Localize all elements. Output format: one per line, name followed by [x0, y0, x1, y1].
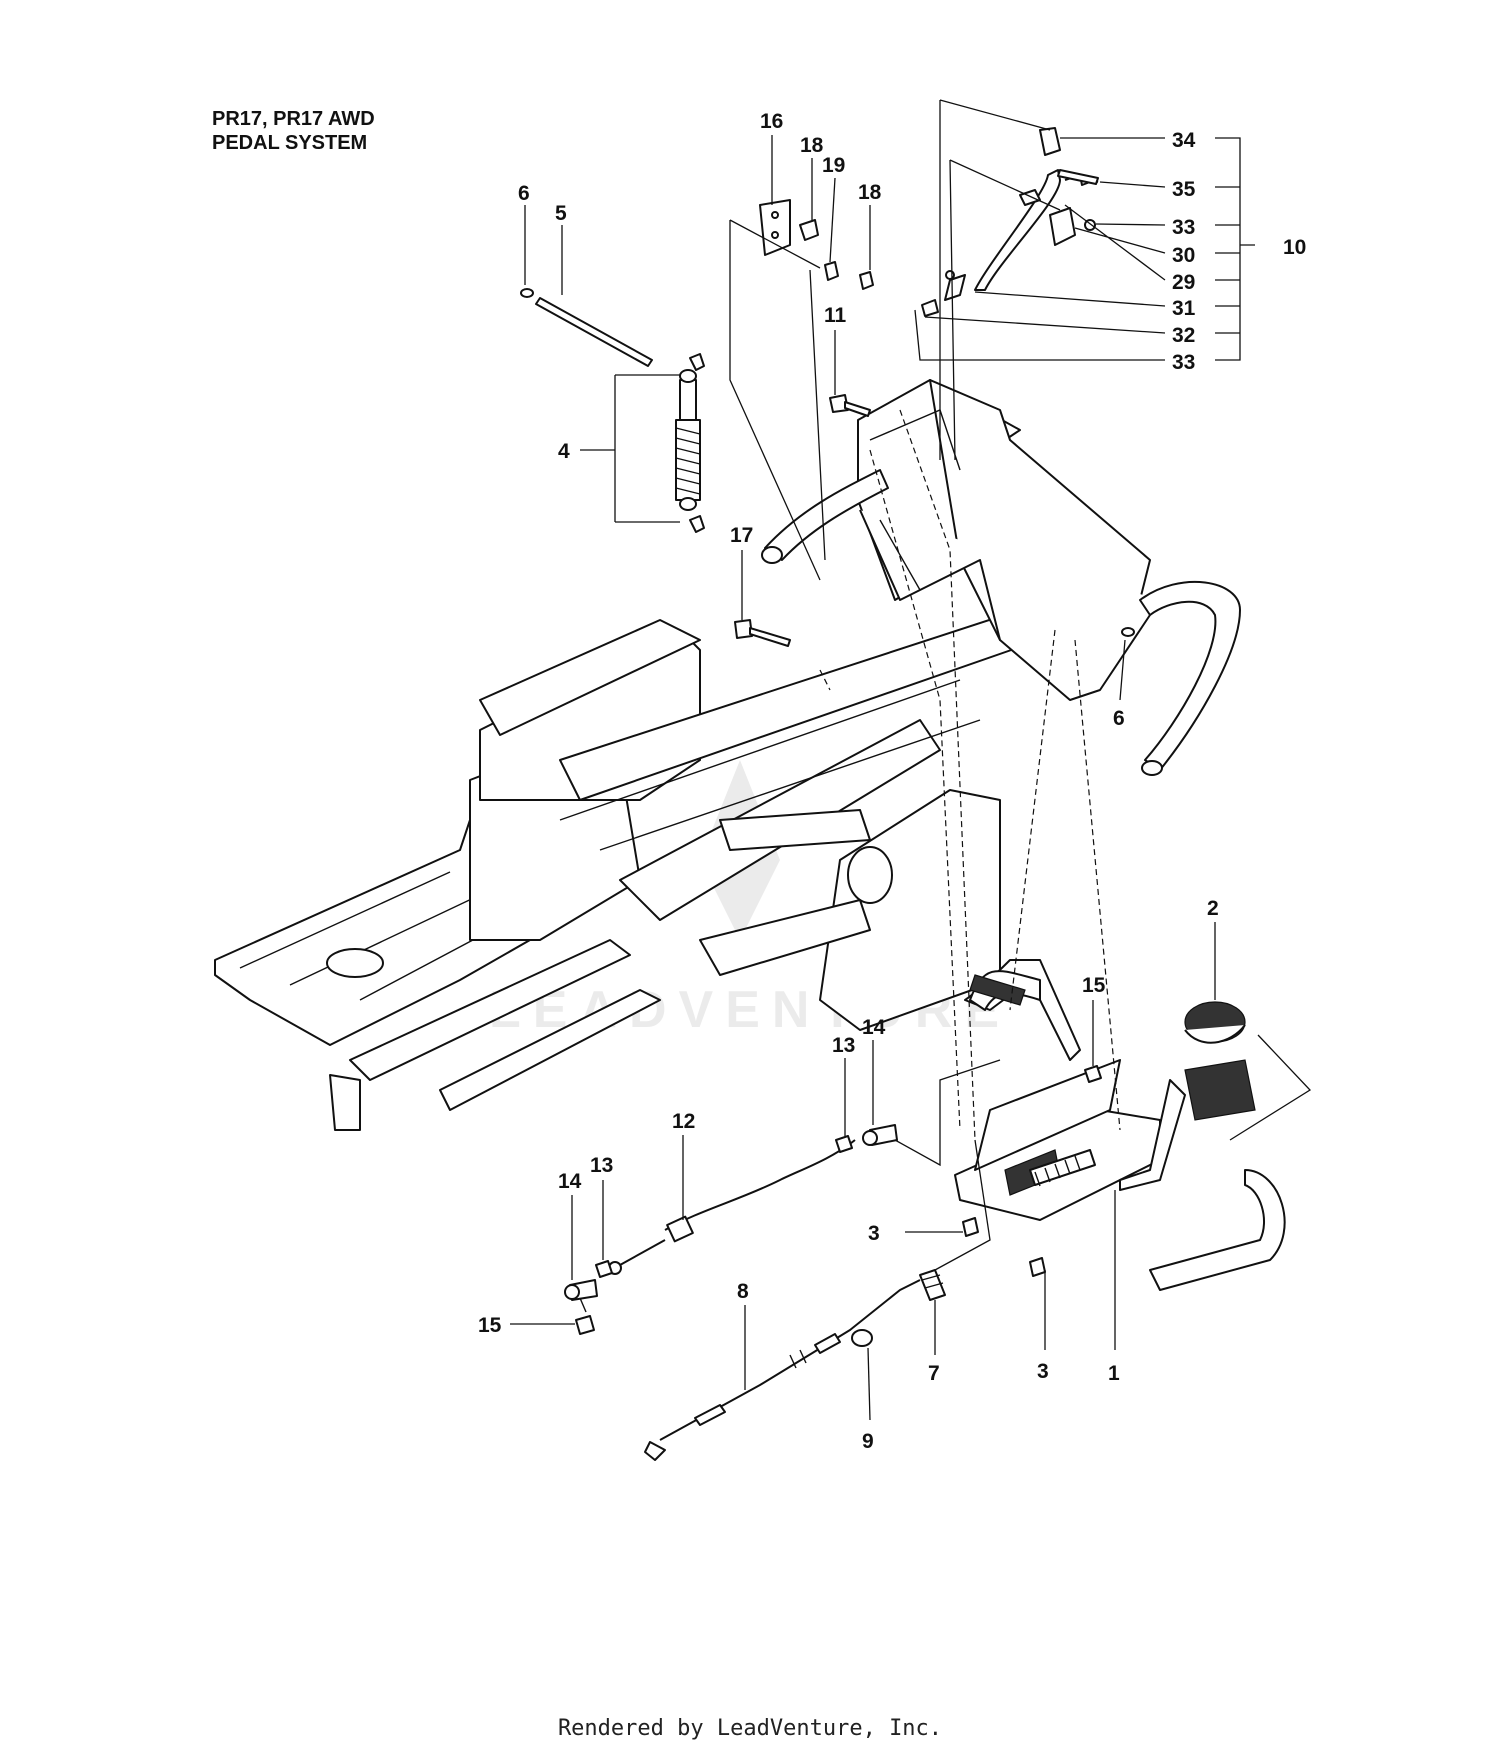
bracket-16: [759, 199, 874, 290]
callout-33-top: 33: [1172, 216, 1195, 239]
frame-chassis: [214, 609, 1041, 1131]
callout-29: 29: [1172, 271, 1195, 294]
nut-13-left: [595, 1260, 613, 1278]
callout-33-bottom: 33: [1172, 351, 1195, 374]
spring-shock-4: [675, 353, 705, 533]
callout-3-right: 3: [1037, 1360, 1049, 1383]
callout-labels: 34 35 33 30 29 31 32 33 10 16 18 19 18 1…: [478, 110, 1306, 1453]
callout-12: 12: [672, 1110, 695, 1133]
callout-18-left: 18: [800, 134, 824, 157]
callout-19: 19: [822, 154, 845, 177]
drive-pedal-pad: [1119, 1059, 1286, 1291]
linkage-rod-29: [974, 169, 1061, 291]
callout-6-right: 6: [1113, 707, 1125, 730]
cable-8: [644, 1279, 921, 1461]
steering-column-housing: [857, 379, 1161, 701]
callout-15-left: 15: [478, 1314, 502, 1337]
callout-16: 16: [760, 110, 783, 133]
rod-5: [535, 297, 653, 367]
bolt-3-left: [962, 1217, 979, 1237]
link-parts-30-35: [921, 127, 1099, 317]
callout-9: 9: [862, 1430, 874, 1453]
washer-6-right: [1121, 627, 1135, 637]
callout-34: 34: [1172, 129, 1196, 152]
callout-6-left: 6: [518, 182, 530, 205]
leader-lines: [510, 99, 1312, 1421]
brake-pedal-pad: [1184, 1001, 1246, 1044]
callout-13-left: 13: [590, 1154, 613, 1177]
callout-32: 32: [1172, 324, 1195, 347]
steering-handle-right: [1139, 580, 1241, 776]
callout-1: 1: [1108, 1362, 1120, 1385]
diagram-title-model: PR17, PR17 AWD: [212, 108, 375, 130]
callout-2: 2: [1207, 897, 1219, 920]
callout-7: 7: [928, 1362, 940, 1385]
nut-15-right: [1084, 1065, 1102, 1083]
callout-15-right: 15: [1082, 974, 1106, 997]
callout-4: 4: [558, 440, 570, 463]
callout-11: 11: [824, 304, 847, 327]
callout-13-right: 13: [832, 1034, 855, 1057]
callout-31: 31: [1172, 297, 1196, 320]
spring-7: [919, 1269, 946, 1301]
callout-35: 35: [1172, 178, 1196, 201]
callout-14-right: 14: [862, 1016, 886, 1039]
callout-5: 5: [555, 202, 567, 225]
ball-joint-14-left: [564, 1279, 598, 1313]
bolt-11: [829, 394, 871, 417]
ball-joint-14-right: [862, 1124, 898, 1146]
callout-14-left: 14: [558, 1170, 582, 1193]
nut-13-right: [835, 1135, 853, 1153]
steering-handle-left: [761, 469, 889, 564]
nut-15-left: [575, 1315, 595, 1335]
footer-credit: Rendered by LeadVenture, Inc.: [557, 1716, 943, 1741]
callout-3-left: 3: [868, 1222, 880, 1245]
callout-10: 10: [1283, 236, 1306, 259]
pedal-lever-left: [969, 970, 1041, 1011]
callout-18-right: 18: [858, 181, 882, 204]
bolt-3-right: [1029, 1257, 1046, 1277]
washer-6-left: [520, 288, 534, 298]
diagram-title-system: PEDAL SYSTEM: [212, 132, 368, 154]
callout-8: 8: [737, 1280, 749, 1303]
cable-12: [608, 1139, 856, 1275]
pedal-spring: [1029, 1149, 1096, 1187]
clip-9: [851, 1329, 873, 1347]
bolt-17: [734, 619, 791, 647]
callout-17: 17: [730, 524, 753, 547]
pedal-bracket: [954, 1059, 1161, 1221]
assembly-dashed-lines: [819, 409, 1121, 1141]
callout-30: 30: [1172, 244, 1195, 267]
